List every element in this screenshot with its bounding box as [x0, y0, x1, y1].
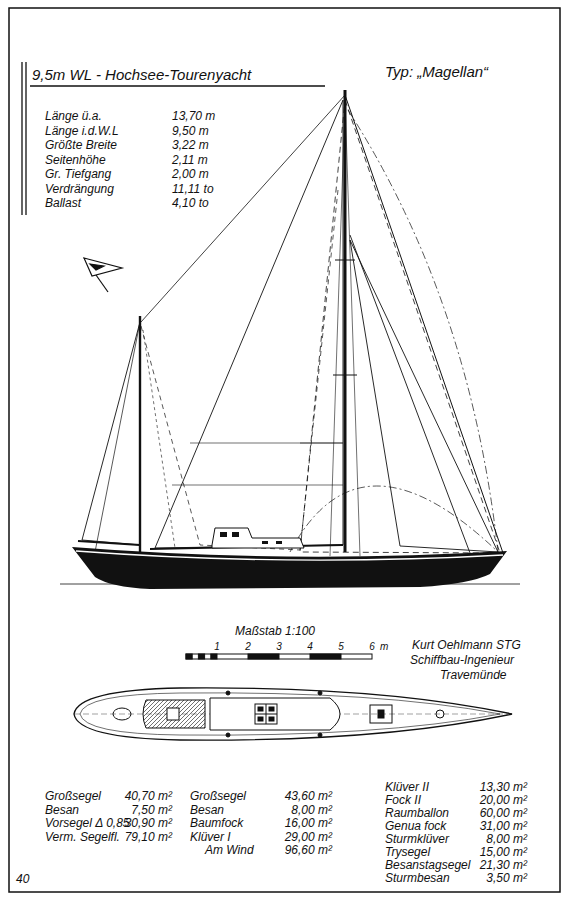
- deck-plan: [74, 688, 512, 740]
- sail-area: 3,50 m²: [486, 872, 527, 885]
- scale-number: 6: [369, 641, 375, 652]
- sail-area: 31,00 m²: [480, 820, 527, 833]
- page-number: 40: [16, 873, 29, 886]
- sail-plan: [78, 90, 503, 556]
- scale-label: Maßstab 1:100: [235, 625, 315, 638]
- sail-name: Fock II: [385, 794, 421, 807]
- sail-area: 8,00 m²: [486, 833, 527, 846]
- scale-number: 1: [214, 641, 220, 652]
- sail-area: 79,10 m²: [125, 831, 172, 844]
- designer-name: Kurt Oehlmann STG: [412, 639, 521, 652]
- spec-name: Gr. Tiefgang: [45, 168, 111, 181]
- sail-name: Am Wind: [205, 844, 254, 857]
- spec-name: Größte Breite: [45, 139, 117, 152]
- sail-name: Großsegel: [190, 790, 246, 803]
- spec-value: 2,11 m: [172, 154, 208, 167]
- sail-area: 13,30 m²: [480, 781, 527, 794]
- sail-name: Trysegel: [385, 846, 430, 859]
- sail-area: 29,00 m²: [285, 831, 332, 844]
- spec-value: 13,70 m: [172, 110, 215, 123]
- sail-name: Besanstagsegel: [385, 859, 470, 872]
- sail-area: 7,50 m²: [131, 804, 172, 817]
- type-name: Typ: „Magellan“: [385, 64, 488, 81]
- sail-area: 8,00 m²: [291, 804, 332, 817]
- scale-number: 4: [307, 641, 313, 652]
- title-bar: [22, 62, 325, 215]
- spec-name: Länge ü.a.: [45, 110, 102, 123]
- sail-area: 43,60 m²: [285, 790, 332, 803]
- spec-name: Länge i.d.W.L: [45, 125, 119, 138]
- spec-value: 9,50 m: [172, 125, 209, 138]
- sail-name: Genua fock: [385, 820, 446, 833]
- sail-name: Klüver I: [190, 831, 231, 844]
- drawing-title: 9,5m WL - Hochsee-Tourenyacht: [32, 67, 251, 84]
- spec-value: 3,22 m: [172, 139, 209, 152]
- sail-name: Raumballon: [385, 807, 449, 820]
- sail-area: 16,00 m²: [285, 817, 332, 830]
- sail-area: 20,00 m²: [480, 794, 527, 807]
- sail-name: Sturmbesan: [385, 872, 450, 885]
- scale-bar: [186, 654, 372, 659]
- sail-area: 21,30 m²: [480, 859, 527, 872]
- sail-name: Verm. Segelfl.: [45, 831, 120, 844]
- hull-profile: [60, 528, 520, 589]
- sail-name: Baumfock: [190, 817, 243, 830]
- sail-area: 60,00 m²: [480, 807, 527, 820]
- spec-value: 4,10 to: [172, 197, 209, 210]
- sail-area: 40,70 m²: [125, 790, 172, 803]
- sail-name: Besan: [45, 804, 79, 817]
- scale-number: 3: [276, 641, 282, 652]
- designer-place: Travemünde: [440, 669, 506, 682]
- sail-area: 96,60 m²: [285, 844, 332, 857]
- spec-name: Seitenhöhe: [45, 154, 106, 167]
- spec-name: Verdrängung: [45, 183, 114, 196]
- designer-title: Schiffbau-Ingenieur: [410, 654, 514, 667]
- sail-name: Sturmklüver: [385, 833, 449, 846]
- scale-number: 5: [338, 641, 344, 652]
- spec-value: 2,00 m: [172, 168, 209, 181]
- sail-name: Klüver II: [385, 781, 429, 794]
- sail-name: Großsegel: [45, 790, 101, 803]
- scale-number: 2: [245, 641, 251, 652]
- flag: [84, 258, 122, 292]
- sail-area: 15,00 m²: [480, 846, 527, 859]
- sail-name: Vorsegel Δ 0,85: [45, 817, 130, 830]
- spec-name: Ballast: [45, 197, 81, 210]
- scale-unit: m: [380, 641, 388, 652]
- sail-area: 30,90 m²: [125, 817, 172, 830]
- frame: [9, 8, 560, 892]
- spec-value: 11,11 to: [172, 183, 214, 196]
- sail-name: Besan: [190, 804, 224, 817]
